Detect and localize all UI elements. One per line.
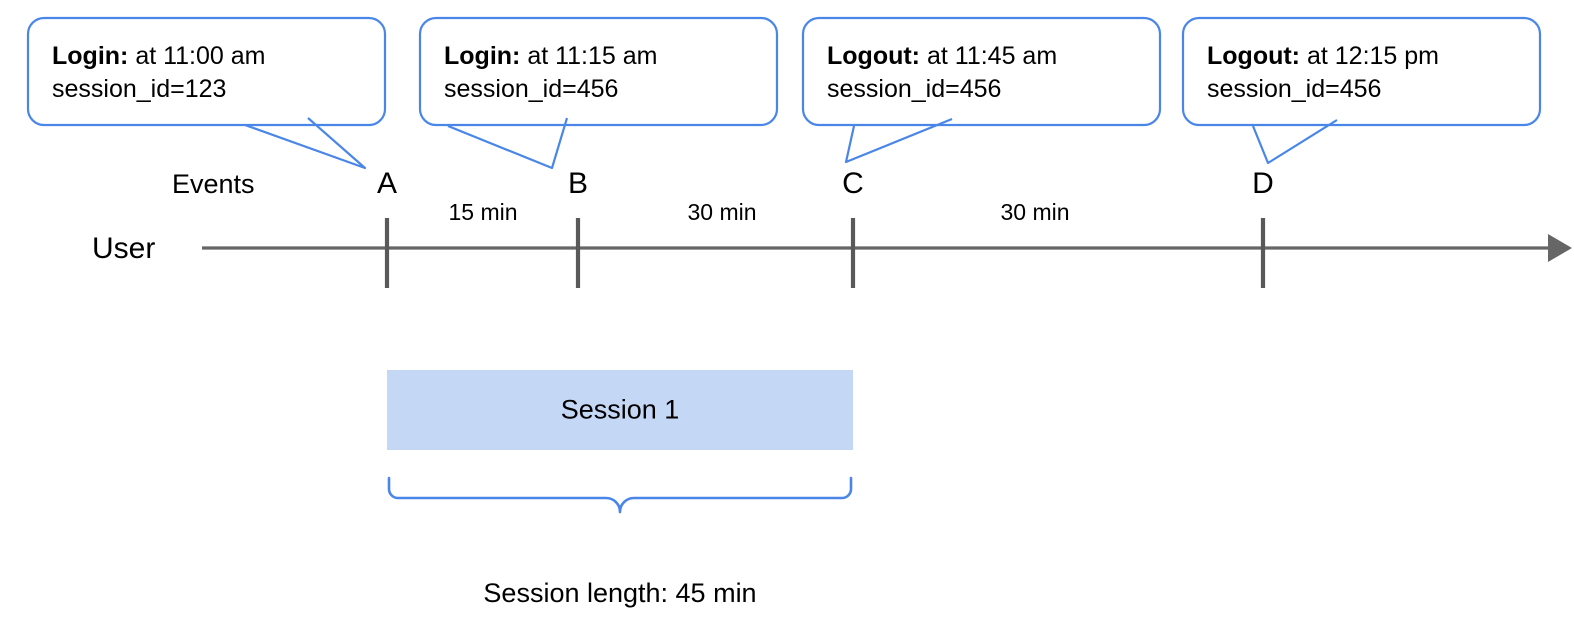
- interval-label-b-c: 30 min: [687, 199, 757, 225]
- callout-text-a: Login: at 11:00 am session_id=123: [52, 40, 266, 106]
- tick-label-d: D: [1252, 167, 1274, 200]
- callout-event-time-c: at 11:45 am: [926, 42, 1058, 70]
- tick-label-a: A: [376, 167, 398, 200]
- tick-label-c: C: [842, 167, 864, 200]
- session-bar: [387, 370, 853, 450]
- session-bar-label: Session 1: [560, 394, 680, 425]
- callout-event-time-d: at 12:15 pm: [1306, 42, 1439, 70]
- callout-text-c: Logout: at 11:45 am session_id=456: [827, 40, 1057, 106]
- callout-tail-c: [844, 117, 953, 164]
- tick-label-b: B: [567, 167, 589, 200]
- session-brace: [387, 476, 853, 514]
- axis-arrowhead: [1548, 234, 1572, 262]
- callout-session-id-b: session_id=456: [444, 75, 619, 103]
- callout-bubble-b: [418, 16, 779, 170]
- callout-tail-a: [244, 117, 367, 170]
- callout-tail-b: [447, 117, 569, 170]
- events-row-label: Events: [172, 169, 255, 199]
- callout-bubble-d: [1181, 16, 1542, 165]
- callout-text-b: Login: at 11:15 am session_id=456: [444, 40, 658, 106]
- callout-event-time-b: at 11:15 am: [527, 42, 658, 70]
- callout-event-type-a: Login:: [52, 42, 129, 70]
- callout-event-time-a: at 11:00 am: [135, 42, 266, 70]
- callout-tail-d: [1251, 119, 1338, 165]
- lane-label-user: User: [92, 232, 156, 265]
- callout-session-id-c: session_id=456: [827, 75, 1002, 103]
- timeline-axis: [202, 234, 1572, 262]
- callout-bubble-c: [801, 16, 1162, 164]
- interval-label-a-b: 15 min: [448, 199, 518, 225]
- callout-text-d: Logout: at 12:15 pm session_id=456: [1207, 40, 1439, 106]
- callout-session-id-a: session_id=123: [52, 75, 227, 103]
- interval-label-c-d: 30 min: [1000, 199, 1070, 225]
- callout-session-id-d: session_id=456: [1207, 75, 1382, 103]
- callout-event-type-d: Logout:: [1207, 42, 1301, 70]
- callout-bubble-a: [26, 16, 387, 170]
- session-length-caption: Session length: 45 min: [483, 578, 757, 608]
- callout-event-type-c: Logout:: [827, 42, 921, 70]
- callout-event-type-b: Login:: [444, 42, 521, 70]
